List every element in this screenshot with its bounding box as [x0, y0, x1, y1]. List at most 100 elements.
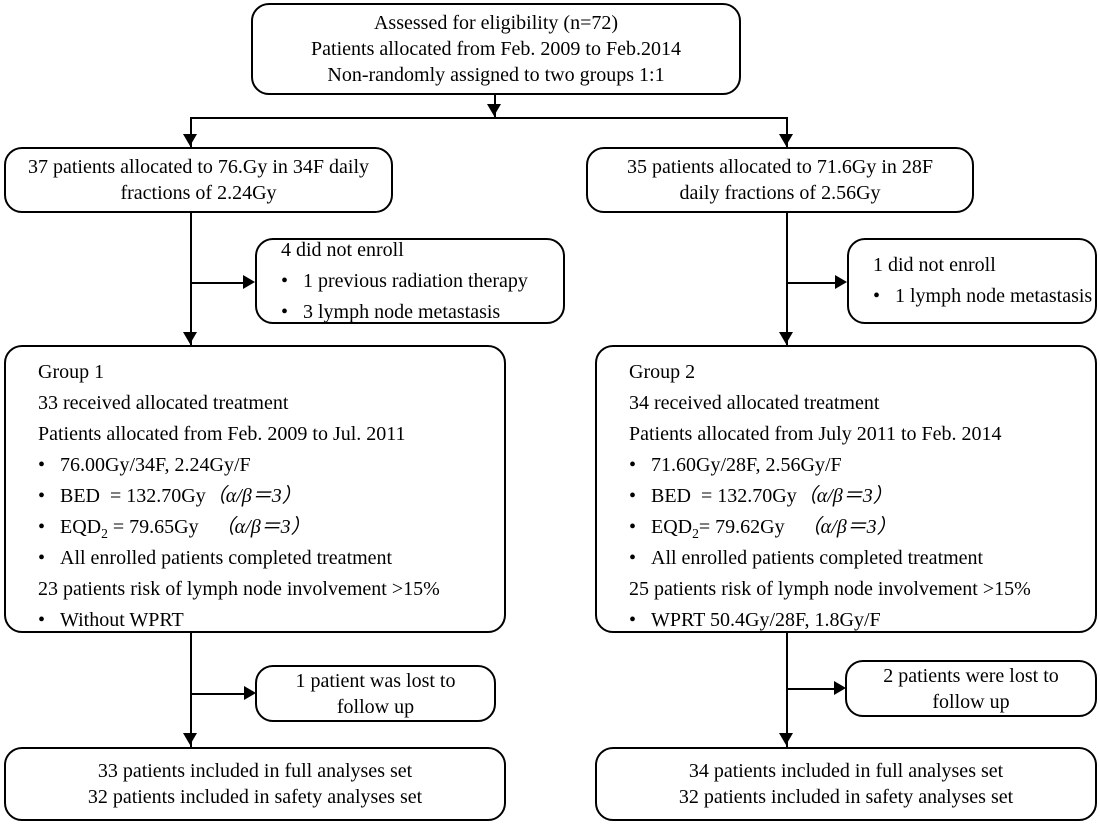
group2-bullet-wprt: • WPRT 50.4Gy/28F, 1.8Gy/F — [611, 605, 881, 636]
group2-eqd-value: = 79.62Gy — [698, 516, 785, 538]
exclusion-right-heading: 1 did not enroll — [873, 254, 996, 276]
exclusion-left-box: 4 did not enroll • 1 previous radiation … — [255, 238, 565, 324]
lost-left-box: 1 patient was lost to follow up — [255, 665, 496, 722]
group2-received: 34 received allocated treatment — [629, 392, 880, 414]
exclusion-right-bullet-1-text: 1 lymph node metastasis — [895, 285, 1093, 307]
group1-bullet-bed: • BED = 132.70Gy （α/β＝3） — [20, 481, 302, 512]
arrow-lost-left-icon — [244, 686, 256, 700]
group2-bullet-eqd: • EQD2 = 79.62Gy （α/β＝3） — [611, 512, 897, 543]
group2-completed-text: All enrolled patients completed treatmen… — [651, 547, 984, 569]
group1-bed-value: = 132.70Gy — [110, 485, 206, 507]
enrollment-line-1: Assessed for eligibility (n=72) — [373, 12, 619, 34]
analysis-right-box: 34 patients included in full analyses se… — [595, 747, 1097, 821]
group1-risk: 23 patients risk of lymph node involveme… — [38, 578, 440, 600]
group2-bullet-dose: • 71.60Gy/28F, 2.56Gy/F — [611, 450, 842, 481]
group1-bullet-wprt: • Without WPRT — [20, 605, 184, 636]
group2-eqd-label-text: EQD — [651, 516, 693, 538]
connector-split-left — [190, 117, 192, 147]
analysis-right-line-1: 34 patients included in full analyses se… — [688, 760, 1004, 782]
analysis-left-box: 33 patients included in full analyses se… — [4, 747, 506, 821]
group1-wprt-text: Without WPRT — [60, 609, 184, 631]
allocation-right-box: 35 patients allocated to 71.6Gy in 28F d… — [586, 147, 974, 213]
exclusion-right-box: 1 did not enroll • 1 lymph node metastas… — [847, 238, 1097, 324]
lost-right-box: 2 patients were lost to follow up — [845, 660, 1097, 717]
arrow-analysis-right-icon — [779, 733, 793, 745]
group1-eqd-note: （α/β＝3） — [214, 516, 311, 538]
connector-group2-to-lost — [786, 688, 836, 690]
exclusion-left-bullet-2: • 3 lymph node metastasis — [267, 297, 500, 328]
group1-eqd-subscript: 2 — [101, 526, 108, 541]
connector-split-right — [786, 117, 788, 147]
bullet-dot-icon: • — [629, 609, 637, 631]
group1-box: Group 1 33 received allocated treatment … — [4, 345, 506, 633]
group1-period: Patients allocated from Feb. 2009 to Jul… — [38, 423, 406, 445]
group1-received: 33 received allocated treatment — [38, 392, 289, 414]
bullet-dot-icon: • — [38, 485, 46, 507]
arrow-alloc-right-icon — [779, 134, 793, 146]
arrow-group1-icon — [183, 332, 197, 344]
exclusion-left-bullet-1: • 1 previous radiation therapy — [267, 266, 528, 297]
enrollment-box: Assessed for eligibility (n=72) Patients… — [251, 3, 741, 95]
allocation-right-line-2: daily fractions of 2.56Gy — [679, 182, 881, 204]
bullet-dot-icon: • — [873, 285, 881, 307]
enrollment-line-3: Non-randomly assigned to two groups 1:1 — [327, 64, 665, 86]
group1-bed-note: （α/β＝3） — [205, 485, 302, 507]
bullet-dot-icon: • — [629, 485, 637, 507]
exclusion-right-bullet-1: • 1 lymph node metastasis — [859, 281, 1092, 312]
lost-left-line-2: follow up — [336, 695, 415, 718]
group1-dose-text: 76.00Gy/34F, 2.24Gy/F — [60, 454, 251, 476]
bullet-dot-icon: • — [629, 516, 637, 538]
arrow-lost-right-icon — [834, 681, 846, 695]
allocation-left-line-2: fractions of 2.24Gy — [120, 182, 277, 204]
group2-eqd-note: （α/β＝3） — [800, 516, 897, 538]
group1-completed-text: All enrolled patients completed treatmen… — [60, 547, 393, 569]
connector-allocleft-to-group1 — [190, 213, 192, 345]
arrow-alloc-left-icon — [183, 134, 197, 146]
analysis-left-line-1: 33 patients included in full analyses se… — [97, 760, 413, 782]
group2-eqd-label: EQD2 — [651, 512, 699, 543]
enrollment-line-2: Patients allocated from Feb. 2009 to Feb… — [311, 38, 681, 60]
group2-bullet-completed: • All enrolled patients completed treatm… — [611, 543, 983, 574]
connector-group2-to-analysis — [786, 633, 788, 747]
group2-wprt-text: WPRT 50.4Gy/28F, 1.8Gy/F — [651, 609, 881, 631]
connector-group1-to-lost — [190, 693, 246, 695]
arrow-analysis-left-icon — [183, 733, 197, 745]
group1-eqd-value: = 79.65Gy — [112, 516, 199, 538]
allocation-right-line-1: 35 patients allocated to 71.6Gy in 28F — [626, 156, 934, 178]
bullet-dot-icon: • — [281, 269, 289, 292]
bullet-dot-icon: • — [281, 300, 289, 323]
connector-group1-to-analysis — [190, 633, 192, 747]
connector-split-horizontal — [190, 117, 786, 119]
group1-eqd-label-text: EQD — [60, 516, 102, 538]
group1-bullet-eqd: • EQD2 = 79.65Gy （α/β＝3） — [20, 512, 311, 543]
lost-right-line-1: 2 patients were lost to — [883, 664, 1059, 687]
exclusion-left-bullet-2-text: 3 lymph node metastasis — [303, 300, 501, 323]
group2-period: Patients allocated from July 2011 to Feb… — [629, 423, 1002, 445]
group2-bed-value: = 132.70Gy — [701, 485, 797, 507]
connector-allocright-to-group2 — [786, 213, 788, 345]
analysis-left-line-2: 32 patients included in safety analyses … — [87, 786, 423, 808]
lost-left-line-1: 1 patient was lost to — [295, 669, 456, 692]
bullet-dot-icon: • — [38, 454, 46, 476]
bullet-dot-icon: • — [38, 547, 46, 569]
bullet-dot-icon: • — [38, 516, 46, 538]
group2-bullet-bed: • BED = 132.70Gy （α/β＝3） — [611, 481, 893, 512]
connector-allocright-to-exclude — [786, 282, 837, 284]
bullet-dot-icon: • — [629, 547, 637, 569]
group1-eqd-label: EQD2 — [60, 512, 108, 543]
group2-bed-label: BED — [651, 485, 691, 507]
allocation-left-line-1: 37 patients allocated to 76.Gy in 34F da… — [27, 156, 370, 178]
analysis-right-line-2: 32 patients included in safety analyses … — [678, 786, 1014, 808]
arrow-enrollment-stem-icon — [487, 104, 501, 116]
group2-dose-text: 71.60Gy/28F, 2.56Gy/F — [651, 454, 842, 476]
group2-title: Group 2 — [629, 361, 696, 383]
group1-bullet-completed: • All enrolled patients completed treatm… — [20, 543, 392, 574]
bullet-dot-icon: • — [629, 454, 637, 476]
group1-title: Group 1 — [38, 361, 105, 383]
group1-bullet-dose: • 76.00Gy/34F, 2.24Gy/F — [20, 450, 251, 481]
arrow-exclude-left-icon — [243, 275, 255, 289]
group1-bed-label: BED — [60, 485, 100, 507]
arrow-group2-icon — [779, 332, 793, 344]
group2-bed-note: （α/β＝3） — [796, 485, 893, 507]
connector-allocleft-to-exclude — [190, 282, 245, 284]
